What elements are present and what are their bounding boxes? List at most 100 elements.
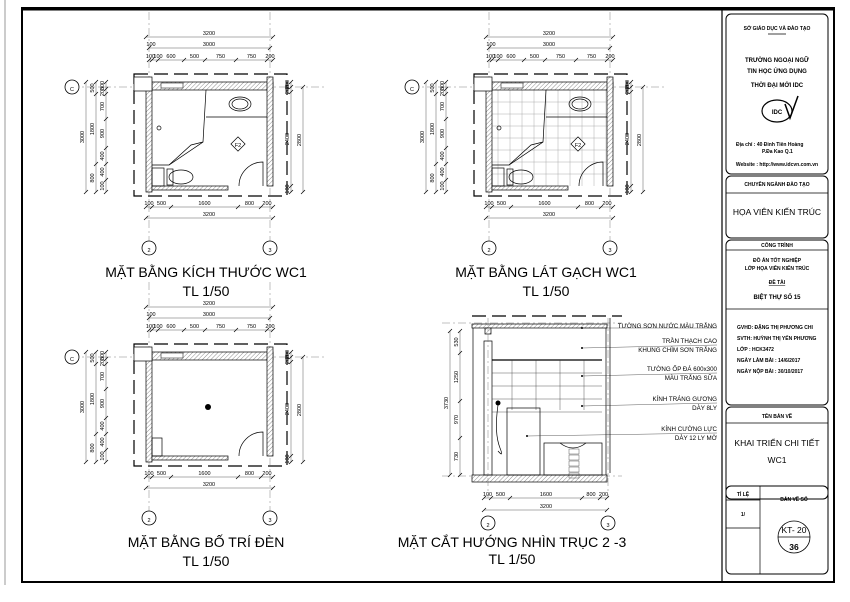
dimension-text: 700 xyxy=(100,102,106,111)
dimension-text: 500 xyxy=(430,83,436,92)
dimension-text: 970 xyxy=(454,415,460,424)
dimension-tick xyxy=(103,116,109,122)
dimension-text: 3200 xyxy=(543,212,555,218)
dimension-tick xyxy=(640,189,646,195)
dimension-text: 600 xyxy=(166,324,175,330)
dimension-text: 200 xyxy=(265,324,274,330)
dimension-text: 100 xyxy=(146,42,155,48)
dimension-text: 500 xyxy=(497,201,506,207)
dimension-tick xyxy=(181,57,187,63)
fixture-outline xyxy=(151,437,163,457)
dimension-tick xyxy=(264,57,270,63)
axis-3-label: 3 xyxy=(268,518,271,524)
dimension-text: 3000 xyxy=(80,131,86,143)
axis-2-label: 2 xyxy=(487,248,490,254)
dimension-tick xyxy=(488,495,494,501)
dimension-tick xyxy=(457,328,463,334)
dimension-text: 3200 xyxy=(203,212,215,218)
dimension-tick xyxy=(146,45,152,51)
dimension-text: 100 xyxy=(483,492,492,498)
dimension-tick xyxy=(610,57,616,63)
wall-right xyxy=(266,76,274,187)
dimension-text: 2800 xyxy=(297,134,303,146)
dimension-text: 300 xyxy=(440,81,446,90)
shower-head-icon xyxy=(156,125,162,131)
toilet-icon xyxy=(508,169,534,185)
dimension-tick xyxy=(288,459,294,465)
dimension-tick xyxy=(103,79,109,85)
dimension-text: 500 xyxy=(530,54,539,60)
dimension-tick xyxy=(447,472,453,478)
address-text: P.Đa Kao Q.1 xyxy=(762,149,793,155)
dimension-text: 200 xyxy=(602,201,611,207)
dimension-text: 200 xyxy=(100,87,106,96)
dimension-text: 600 xyxy=(506,54,515,60)
dimension-text: 500 xyxy=(157,201,166,207)
leader-dot xyxy=(581,375,583,377)
axis-3-bubble xyxy=(600,515,616,531)
annotation-text: MÀU TRẮNG SỮA xyxy=(665,374,718,382)
window xyxy=(500,82,524,89)
dimension-text: 200 xyxy=(285,85,291,94)
shower-head-icon xyxy=(496,125,502,131)
dimension-text: 750 xyxy=(247,324,256,330)
axis-3-bubble xyxy=(262,240,278,256)
axis-c-label: C xyxy=(70,87,74,93)
plan-scale: TL 1/50 xyxy=(183,283,230,299)
dimension-text: 750 xyxy=(216,324,225,330)
shower-door xyxy=(168,141,204,166)
dimension-tick xyxy=(628,79,634,85)
dimension-text: 800 xyxy=(245,201,254,207)
dimension-text: 100 xyxy=(285,454,291,463)
drawing-label: TÊN BẢN VẼ xyxy=(762,412,793,420)
toilet-seat xyxy=(166,168,174,186)
dimension-tick xyxy=(604,507,610,513)
roof-outline xyxy=(133,73,288,197)
shower-partition xyxy=(152,89,207,166)
dimension-tick xyxy=(579,495,585,501)
dimension-text: 200 xyxy=(625,85,631,94)
dimension-tick xyxy=(443,91,449,97)
info-student: SVTH: HUỲNH THỊ YẾN PHƯƠNG xyxy=(737,335,817,342)
dimension-tick xyxy=(235,204,241,210)
dimension-text: 2800 xyxy=(297,404,303,416)
dimension-text: 600 xyxy=(166,54,175,60)
sink-basin xyxy=(231,98,249,110)
plan-title: MẶT BẰNG BỐ TRÍ ĐÈN xyxy=(128,533,285,550)
wall-right xyxy=(266,346,274,457)
dimension-tick xyxy=(103,177,109,183)
dimension-tick xyxy=(149,474,155,480)
dimension-text: 750 xyxy=(247,54,256,60)
info-date-start: NGÀY LÀM BÀI : 14/6/2017 xyxy=(737,357,800,364)
dimension-text: 100 xyxy=(146,54,155,60)
dimension-tick xyxy=(288,359,294,365)
dimension-tick xyxy=(573,57,579,63)
wall-bottom xyxy=(151,455,229,461)
dimension-tick xyxy=(443,189,449,195)
drawer xyxy=(568,454,580,461)
dimension-text: 400 xyxy=(440,167,446,176)
sheet-number: 36 xyxy=(789,542,799,552)
window xyxy=(160,352,184,359)
dimension-tick xyxy=(486,45,492,51)
dimension-tick xyxy=(103,356,109,362)
ministry-text: SỞ GIÁO DỤC VÀ ĐÀO TẠO xyxy=(744,25,811,32)
dimension-text: 400 xyxy=(100,421,106,430)
dimension-tick xyxy=(457,398,463,404)
dimension-tick xyxy=(155,57,161,63)
dimension-tick xyxy=(443,177,449,183)
dimension-tick xyxy=(610,34,616,40)
annotation-text: KHUNG CHÌM SƠN TRẮNG xyxy=(638,346,717,354)
dimension-tick xyxy=(300,459,306,465)
dimension-text: 200 xyxy=(285,350,291,359)
dimension-text: 800 xyxy=(430,173,436,182)
dimension-tick xyxy=(481,507,487,513)
dimension-text: 1800 xyxy=(90,393,96,405)
dimension-tick xyxy=(628,189,634,195)
dimension-tick xyxy=(202,57,208,63)
dimension-tick xyxy=(443,161,449,167)
dimension-tick xyxy=(575,204,581,210)
dimension-tick xyxy=(489,204,495,210)
